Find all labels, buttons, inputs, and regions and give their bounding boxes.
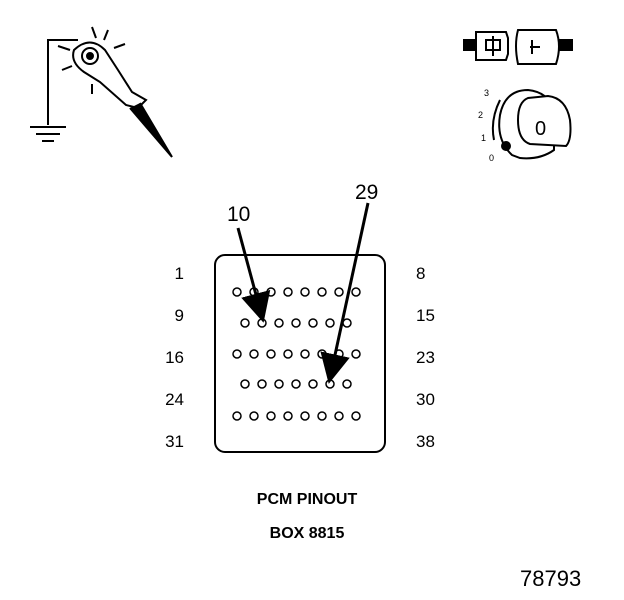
- row-4-right-label: 30: [416, 390, 435, 409]
- callout-arrows: [236, 202, 370, 384]
- pin-26: [274, 379, 284, 389]
- disconnected-connector-icon: [463, 29, 573, 65]
- pin-35: [300, 411, 310, 421]
- pin-34: [283, 411, 293, 421]
- pin-30: [342, 379, 352, 389]
- pin-37: [334, 411, 344, 421]
- callout-arrow-pin-10: [236, 227, 271, 323]
- caption-title: PCM PINOUT: [256, 491, 358, 508]
- pin-11: [274, 318, 284, 328]
- pin-33: [266, 411, 276, 421]
- caption-subtitle: BOX 8815: [269, 525, 345, 542]
- pin-20: [300, 349, 310, 359]
- pin-31: [232, 411, 242, 421]
- ignition-position-1: 1: [481, 133, 487, 143]
- row-5-left-label: 31: [165, 432, 184, 451]
- pin-32: [249, 411, 259, 421]
- row-3-left-label: 16: [165, 348, 184, 367]
- pin-24: [240, 379, 250, 389]
- pin-17: [249, 349, 259, 359]
- row-5-right-label: 38: [416, 432, 435, 451]
- pin-12: [291, 318, 301, 328]
- pin-10-callout: 10: [227, 203, 251, 226]
- pin-5: [300, 287, 310, 297]
- pin-10: [257, 318, 267, 328]
- figure-number: 78793: [520, 566, 582, 591]
- pin-18: [266, 349, 276, 359]
- row-3-right-label: 23: [416, 348, 435, 367]
- ignition-position-2: 2: [478, 110, 484, 120]
- pin-4: [283, 287, 293, 297]
- ignition-key-off-icon: [491, 88, 572, 160]
- pin-21: [317, 349, 327, 359]
- pin-29: [325, 379, 335, 389]
- ignition-position-0: 0: [489, 153, 495, 163]
- pin-38: [351, 411, 361, 421]
- test-light-probe-icon: [30, 26, 173, 158]
- pin-6: [317, 287, 327, 297]
- pin-25: [257, 379, 267, 389]
- pin-19: [283, 349, 293, 359]
- pin-23: [351, 349, 361, 359]
- pin-14: [325, 318, 335, 328]
- callout-arrow-pin-29: [320, 202, 370, 384]
- pin-13: [308, 318, 318, 328]
- pin-29-callout: 29: [355, 181, 379, 204]
- pin-15: [342, 318, 352, 328]
- pin-7: [334, 287, 344, 297]
- pin-36: [317, 411, 327, 421]
- pin-grid: [232, 287, 361, 421]
- row-1-left-label: 1: [174, 264, 184, 283]
- row-2-right-label: 15: [416, 306, 435, 325]
- pin-3: [266, 287, 276, 297]
- pin-16: [232, 349, 242, 359]
- pin-9: [240, 318, 250, 328]
- pin-28: [308, 379, 318, 389]
- ignition-position-3: 3: [484, 88, 490, 98]
- row-1-right-label: 8: [416, 264, 426, 283]
- ignition-key-label: 0: [535, 118, 547, 140]
- row-4-left-label: 24: [165, 390, 184, 409]
- row-2-left-label: 9: [174, 306, 184, 325]
- pin-27: [291, 379, 301, 389]
- pin-1: [232, 287, 242, 297]
- pin-8: [351, 287, 361, 297]
